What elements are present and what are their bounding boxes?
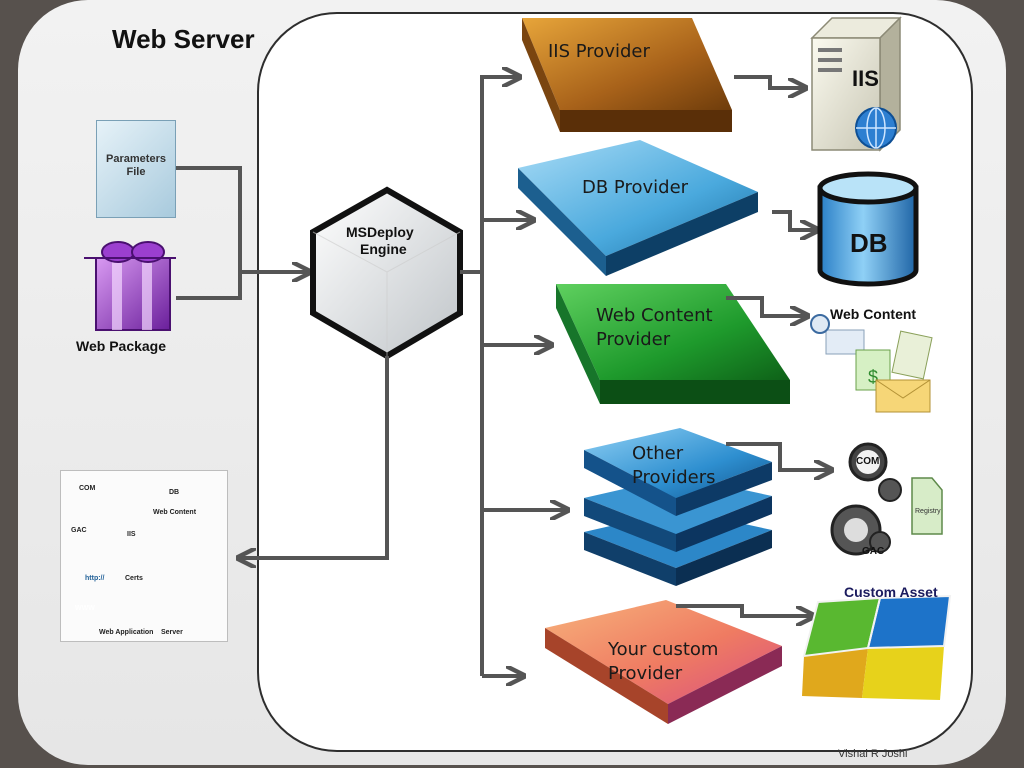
- iis-server-icon: [810, 16, 902, 152]
- web-content-provider-line1: Web Content: [596, 305, 713, 326]
- iis-target-label: IIS: [852, 66, 879, 91]
- web-content-target-label: Web Content: [830, 306, 917, 322]
- thumb-gac-label: GAC: [71, 527, 87, 534]
- custom-provider-line2: Provider: [608, 663, 683, 684]
- web-content-provider-slab: [556, 284, 790, 404]
- gac-target-label: GAC: [862, 546, 885, 557]
- provider-connectors: [240, 77, 566, 676]
- com-target-label: COM: [856, 456, 880, 467]
- other-providers-line1: Other: [632, 443, 684, 464]
- database-cylinder-icon: [817, 171, 919, 287]
- input-connectors: [176, 166, 308, 300]
- registry-target-label: Registry: [915, 508, 941, 515]
- svg-text:$: $: [868, 367, 878, 387]
- thumb-db-label: DB: [169, 489, 180, 496]
- thumb-web-application-label: Web Application: [99, 629, 154, 636]
- engine-label-line1: MSDeploy: [346, 224, 414, 240]
- target-connectors: [676, 75, 830, 616]
- custom-asset-label: Custom Asset: [844, 584, 938, 600]
- gear-icons: [830, 442, 902, 556]
- thumb-web-content-label: Web Content: [153, 509, 197, 516]
- engine-label-line2: Engine: [360, 241, 407, 257]
- thumb-server-label: Server: [161, 629, 183, 636]
- thumb-com-label: COM: [79, 485, 96, 492]
- iis-provider-label: IIS Provider: [548, 41, 650, 62]
- web-application-server-thumbnail: COM DB Web Content GAC IIS Certs http://…: [60, 470, 228, 642]
- custom-provider-line1: Your custom: [608, 639, 719, 660]
- web-content-provider-label: Web Content Provider: [596, 304, 713, 352]
- db-provider-label: DB Provider: [582, 177, 689, 198]
- web-content-icons: $: [810, 314, 933, 413]
- custom-provider-label: Your custom Provider: [608, 638, 718, 686]
- parameters-file-label: Parameters File: [106, 153, 166, 178]
- iis-provider-slab: [522, 18, 732, 132]
- diagram-title: Web Server: [112, 24, 255, 54]
- other-providers-stack: [584, 428, 772, 586]
- web-package-label: Web Package: [76, 338, 167, 354]
- registry-file-icon: [911, 477, 943, 535]
- gift-box-icon: [84, 241, 176, 331]
- parameters-file-icon: Parameters File: [96, 120, 176, 218]
- thumb-iis-label: IIS: [127, 531, 136, 538]
- msdeploy-engine-label: MSDeploy Engine: [346, 224, 414, 258]
- thumb-certs-label: Certs: [125, 575, 143, 582]
- custom-provider-slab: [545, 600, 782, 724]
- msdeploy-engine-cube: [310, 186, 463, 360]
- other-providers-line2: Providers: [632, 467, 716, 488]
- author-credit: Vishal R Joshi: [838, 748, 908, 760]
- db-provider-slab: [518, 140, 758, 276]
- puzzle-icon: [802, 594, 952, 700]
- other-providers-label: Other Providers: [632, 442, 716, 490]
- thumb-http-label: http://: [85, 575, 105, 582]
- db-target-label: DB: [850, 228, 888, 258]
- web-content-provider-line2: Provider: [596, 329, 671, 350]
- thumb-www-label: WWW: [75, 605, 95, 612]
